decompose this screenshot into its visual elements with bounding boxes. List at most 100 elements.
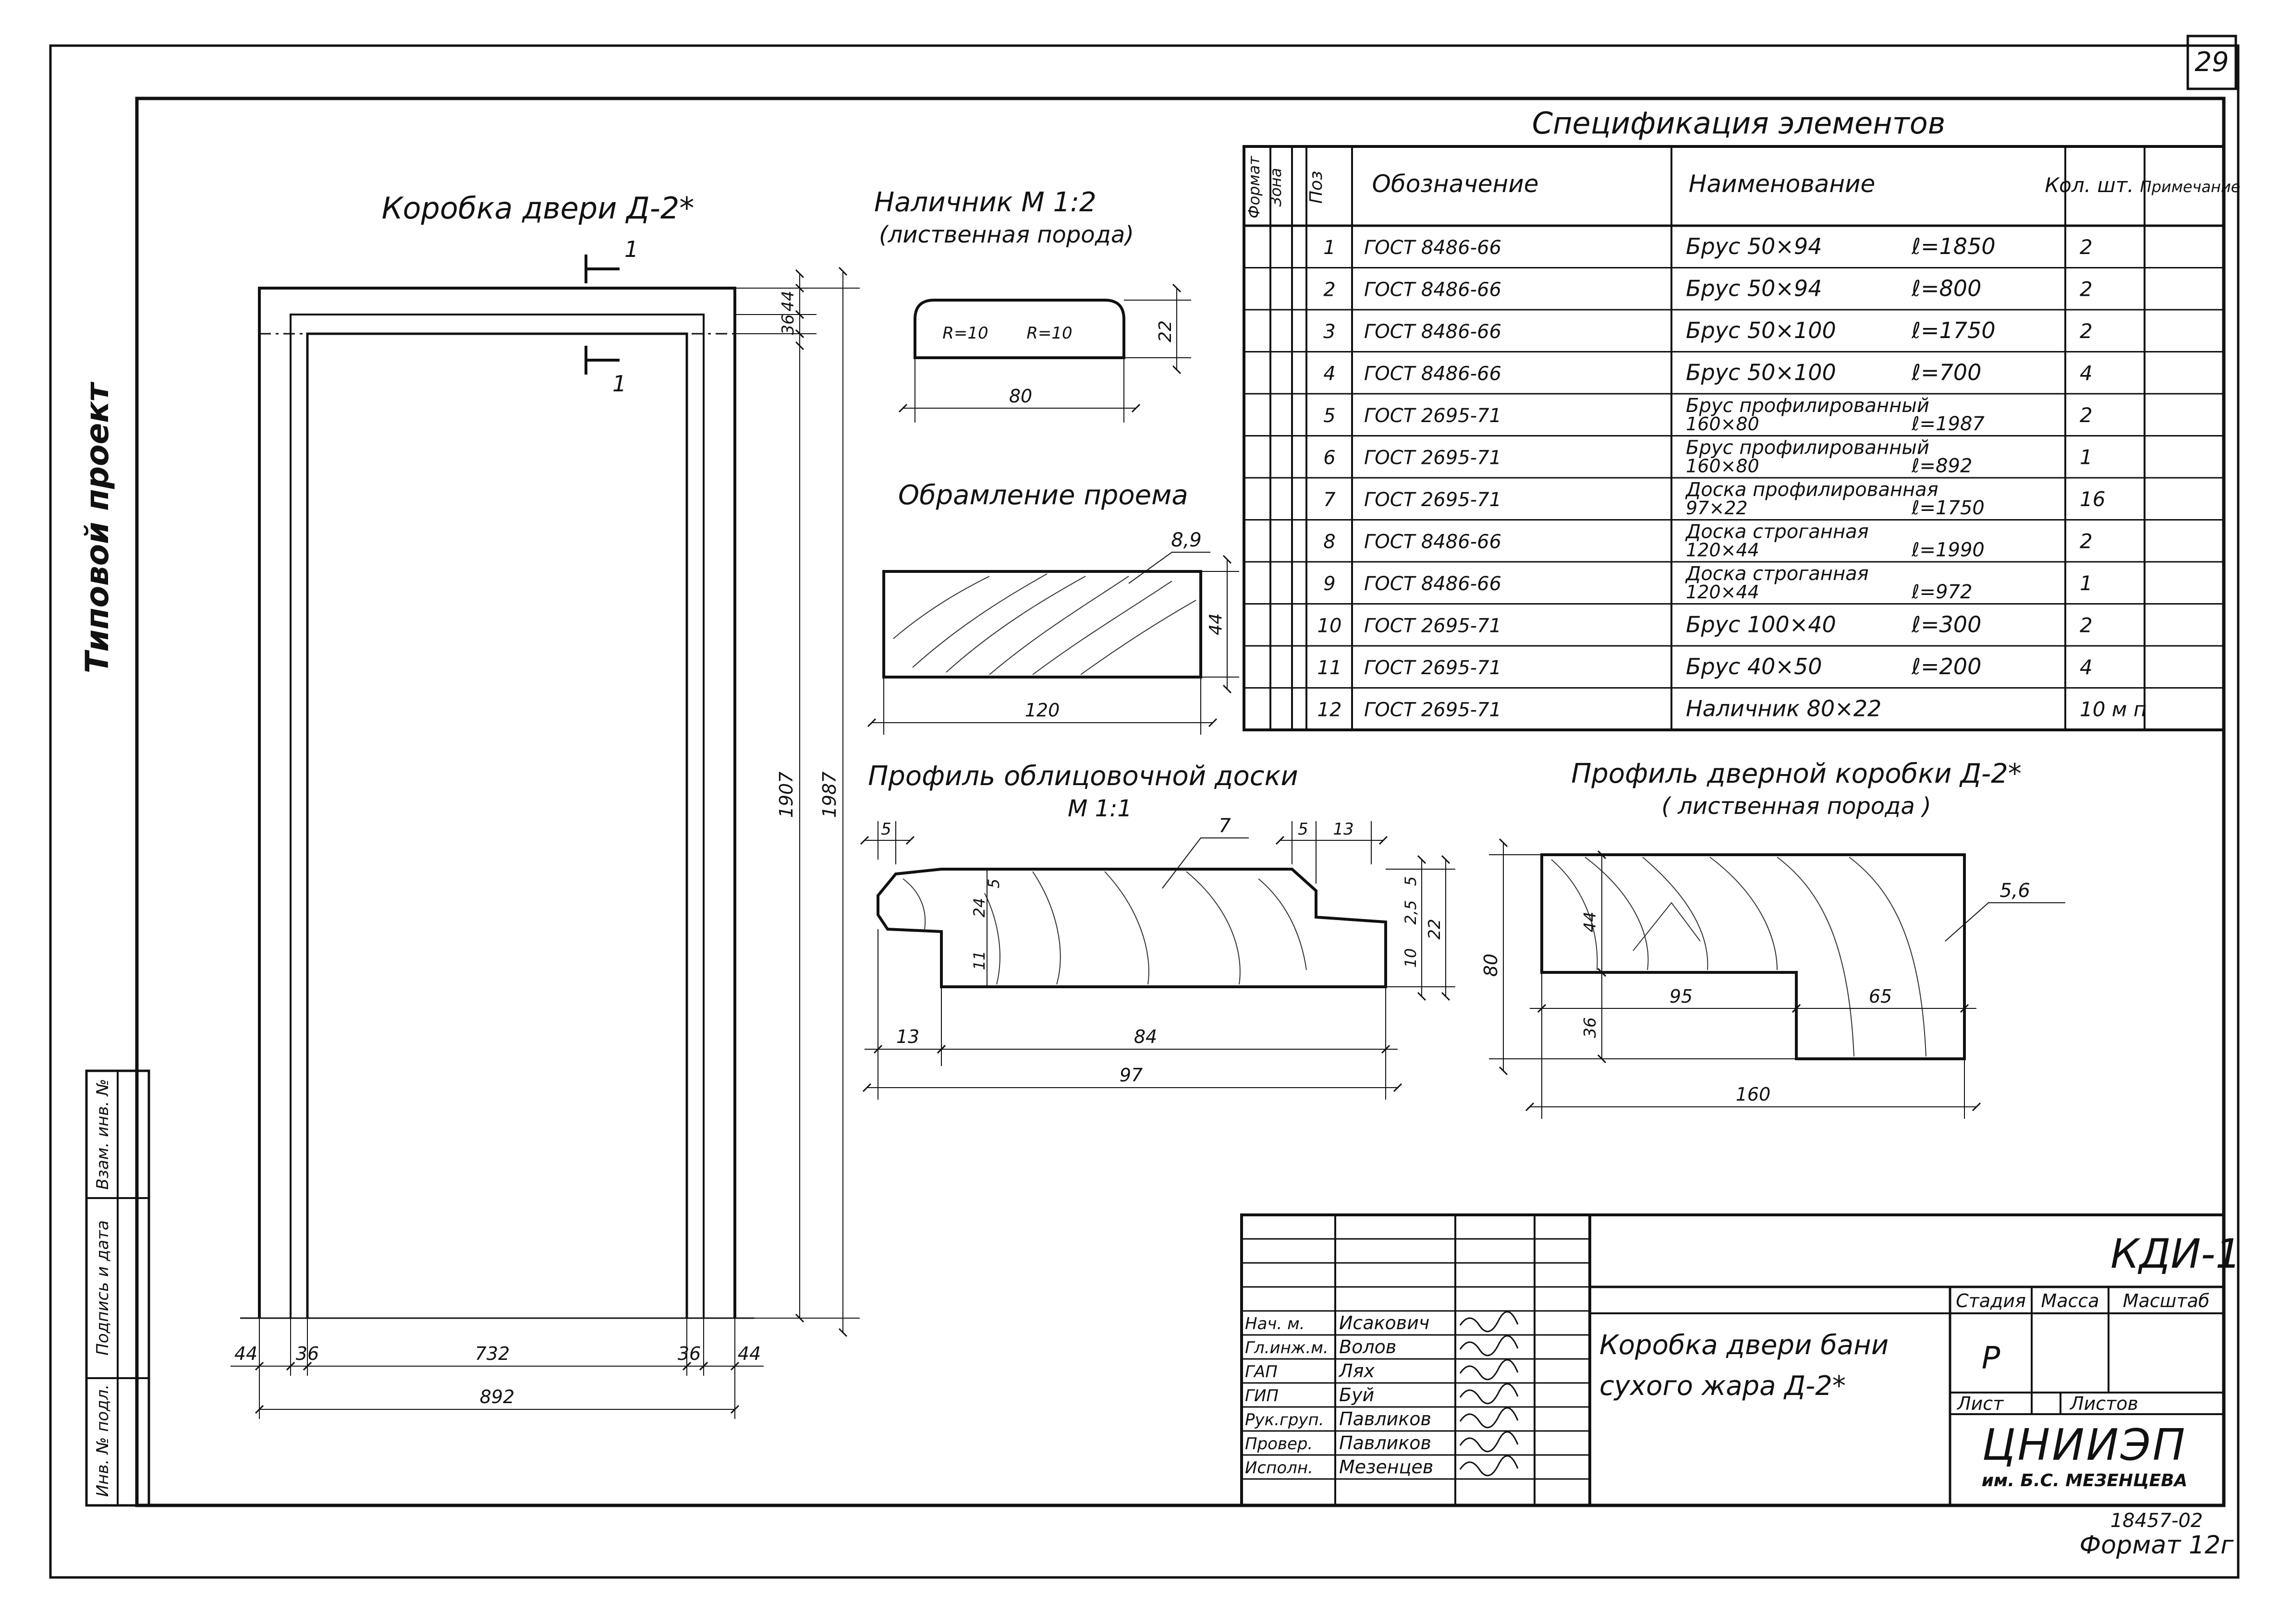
spec-name-size: 160×80 xyxy=(1686,456,1759,477)
mass-label: Масса xyxy=(2041,1290,2099,1311)
page-number: 29 xyxy=(2194,47,2229,78)
board-dim-2-5: 2,5 xyxy=(1402,900,1420,925)
spec-name-size: 120×44 xyxy=(1686,540,1759,561)
left-stamp: Инв. № подл. Подпись и дата Взам. инв. № xyxy=(85,1069,150,1507)
dim-bottom-892: 892 xyxy=(480,1386,515,1407)
spec-pos: 10 xyxy=(1317,615,1342,637)
board-dim-5-right: 5 xyxy=(1298,820,1308,839)
spec-length: ℓ=1750 xyxy=(1911,497,1985,519)
dim-bottom-732: 732 xyxy=(475,1343,510,1364)
board-profile-section: Профиль облицовочной доски М 1:1 7 5 5 1… xyxy=(860,761,1455,1100)
opening-frame-height: 44 xyxy=(1206,613,1226,635)
tb-role: Рук.груп. xyxy=(1245,1410,1324,1430)
spec-designation: ГОСТ 2695-71 xyxy=(1364,657,1501,679)
spec-pos: 8 xyxy=(1323,531,1335,553)
spec-pos: 1 xyxy=(1323,237,1335,259)
board-dim-97: 97 xyxy=(1120,1065,1143,1086)
spec-name-size: 160×80 xyxy=(1686,413,1759,435)
board-dim-5-left: 5 xyxy=(881,820,891,839)
spec-qty: 2 xyxy=(2080,319,2093,343)
tb-signature xyxy=(1459,1359,1519,1381)
frame-profile-subtitle: ( лиственная порода ) xyxy=(1661,793,1931,820)
spec-name: Брус 50×100 xyxy=(1686,359,1836,385)
tb-role: ГАП xyxy=(1245,1362,1278,1382)
casing-title: Наличник М 1:2 xyxy=(874,187,1097,218)
spec-length: ℓ=1750 xyxy=(1911,317,1996,343)
tb-signature xyxy=(1459,1455,1519,1477)
spec-name: Брус профилированный xyxy=(1686,437,1929,459)
frame-dim-160: 160 xyxy=(1736,1084,1771,1105)
spec-qty: 10 м п xyxy=(2080,697,2146,721)
casing-radius-right: R=10 xyxy=(1026,324,1072,343)
spec-name: Брус профилированный xyxy=(1686,395,1929,417)
spec-qty: 2 xyxy=(2080,403,2093,427)
casing-subtitle: (лиственная порода) xyxy=(879,221,1134,248)
drawing-name-line2: сухого жара Д-2* xyxy=(1599,1370,1846,1402)
spec-name: Брус 50×94 xyxy=(1686,233,1822,259)
casing-height: 22 xyxy=(1156,320,1175,342)
tb-role: ГИП xyxy=(1245,1386,1279,1406)
spec-designation: ГОСТ 2695-71 xyxy=(1364,699,1501,721)
stamp-sign-date: Подпись и дата xyxy=(93,1220,112,1356)
frame-dim-44: 44 xyxy=(1581,911,1600,932)
spec-length: ℓ=972 xyxy=(1911,581,1972,603)
spec-designation: ГОСТ 8486-66 xyxy=(1364,573,1501,595)
tb-role: Исполн. xyxy=(1245,1458,1313,1478)
opening-frame-section: Обрамление проема 8,9 44 120 xyxy=(867,480,1239,735)
spec-designation: ГОСТ 8486-66 xyxy=(1364,363,1501,385)
tb-person: Мезенцев xyxy=(1339,1456,1433,1478)
spec-name: Брус 50×94 xyxy=(1686,275,1822,301)
tb-role: Гл.инж.м. xyxy=(1245,1338,1329,1357)
spec-table: Спецификация элементов Формат Зона Поз О… xyxy=(1243,106,2240,731)
stage-label: Стадия xyxy=(1956,1290,2026,1311)
section-mark-top: 1 xyxy=(624,236,638,262)
outer-border xyxy=(49,44,2240,1579)
spec-designation: ГОСТ 8486-66 xyxy=(1364,237,1501,259)
spec-pos: 5 xyxy=(1323,405,1335,427)
spec-name: Доска профилированная xyxy=(1685,479,1938,501)
board-profile-callout: 7 xyxy=(1219,815,1231,837)
door-frame-elevation: Коробка двери Д-2* 1 1 44 36 1907 1987 xyxy=(231,191,860,1419)
casing-width: 80 xyxy=(1009,386,1032,407)
spec-pos: 4 xyxy=(1323,363,1335,385)
board-profile-title: Профиль облицовочной доски xyxy=(868,761,1298,792)
board-dim-11: 11 xyxy=(970,951,988,970)
board-dim-13-top: 13 xyxy=(1333,820,1353,839)
sheets-label: Листов xyxy=(2069,1393,2138,1414)
spec-qty: 2 xyxy=(2080,529,2093,553)
spec-name: Брус 50×100 xyxy=(1686,317,1836,343)
spec-name: Доска строганная xyxy=(1685,563,1869,585)
spec-designation: ГОСТ 2695-71 xyxy=(1364,447,1501,469)
spec-header-pos: Поз xyxy=(1306,171,1326,204)
spec-pos: 11 xyxy=(1317,657,1342,679)
tb-role: Провер. xyxy=(1245,1434,1313,1454)
drawing-code: КДИ-1 xyxy=(2110,1230,2241,1277)
side-label: Типовой проект xyxy=(79,381,116,673)
spec-pos: 9 xyxy=(1323,573,1335,595)
spec-qty: 4 xyxy=(2080,655,2093,679)
tb-person: Лях xyxy=(1338,1360,1375,1382)
frame-profile-section: Профиль дверной коробки Д-2* ( лиственна… xyxy=(1480,758,2065,1119)
board-dim-84: 84 xyxy=(1134,1026,1157,1047)
spec-pos: 7 xyxy=(1323,489,1336,511)
spec-qty: 2 xyxy=(2080,277,2093,301)
spec-pos: 12 xyxy=(1317,699,1342,721)
spec-name-size: 97×22 xyxy=(1686,497,1748,519)
casing-section: Наличник М 1:2 (лиственная порода) R=10 … xyxy=(874,187,1191,423)
scale-label: Масштаб xyxy=(2123,1290,2210,1311)
board-dim-5-inner: 5 xyxy=(985,879,1003,888)
spec-designation: ГОСТ 2695-71 xyxy=(1364,615,1501,637)
spec-header-zone: Зона xyxy=(1267,168,1285,207)
board-profile-scale: М 1:1 xyxy=(1068,795,1132,822)
tb-person: Волов xyxy=(1339,1336,1396,1357)
opening-frame-callout: 8,9 xyxy=(1171,529,1202,551)
spec-length: ℓ=800 xyxy=(1911,275,1981,301)
spec-pos: 3 xyxy=(1323,321,1335,343)
format-label: Формат 12г xyxy=(2080,1531,2234,1560)
frame-profile-callout: 5,6 xyxy=(1999,880,2030,902)
dim-height-1987: 1987 xyxy=(819,772,840,818)
spec-name: Доска строганная xyxy=(1685,521,1869,543)
tb-signature xyxy=(1459,1311,1519,1333)
format-note: 18457-02 xyxy=(2110,1510,2203,1532)
spec-length: ℓ=1987 xyxy=(1911,413,1985,435)
